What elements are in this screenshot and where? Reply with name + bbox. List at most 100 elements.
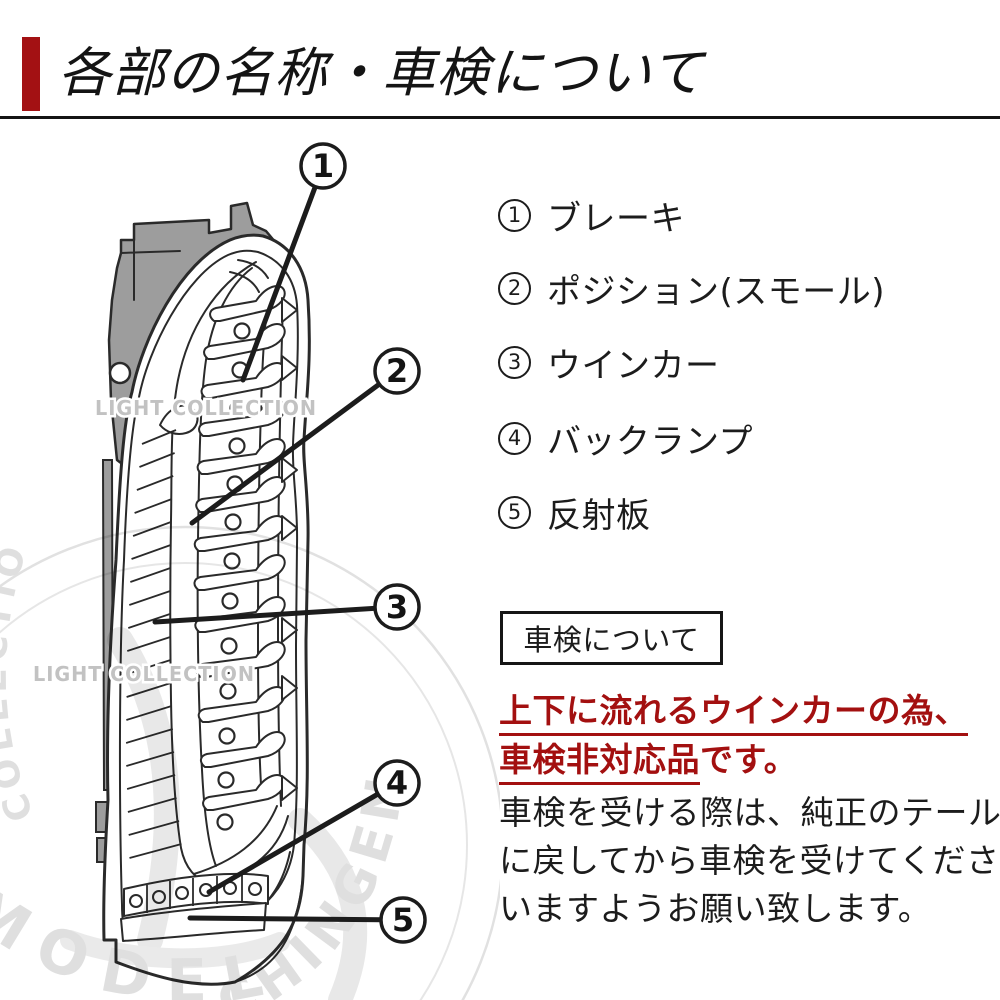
stamp-arc-left-text: COLLECTION [0,125,42,827]
led-tube [197,686,286,723]
arrow-mark [281,457,298,483]
led-tube [193,554,286,591]
callout-number: 2 [386,352,408,390]
callout-leader-line [240,163,326,383]
bracket-seam [120,239,181,301]
inspection-warning: 上下に流れるウインカーの為、 車検非対応品です。 [499,686,968,785]
callout-number: 3 [386,588,408,626]
callout-leader-line [206,780,400,895]
screw-dot [228,437,246,455]
stamp-swirl-1 [107,627,180,953]
inspection-box-title: 車検について [523,623,700,657]
callout-circle [373,583,421,631]
inspection-box: 車検について [500,611,723,665]
note-line: 車検を受ける際は、純正のテール [499,793,1000,832]
callout-number: 5 [392,901,414,939]
callout-2: 2 [189,347,421,526]
note-line: いますようお願い致します。 [499,889,932,928]
callout-5: 5 [187,896,427,944]
note-line: に戻してから車検を受けてくださ [499,841,1000,880]
backlamp-screw [129,894,143,908]
led-tube [193,515,286,552]
ladder-rung [134,498,173,514]
callout-circle [373,759,421,807]
watermark-light-collection: LIGHT COLLECTION LIGHT COLLECTION [31,394,319,689]
ladder-rung [136,475,174,491]
watermark-text-lower: LIGHT COLLECTION [33,662,255,686]
backlamp-screw [248,882,262,896]
ladder-rung [139,452,175,468]
inspection-note: 車検を受ける際は、純正のテールに戻してから車検を受けてくださいますようお願い致し… [499,789,1000,933]
legend-label: バックランプ [547,421,753,462]
callout-leader-line [187,915,406,923]
screw-dot [218,727,236,745]
screw-dot [224,513,242,531]
callout-number: 4 [386,764,408,802]
legend-item: 3 ウインカー [498,339,720,386]
arrow-mark [281,775,298,801]
screw-dot [217,771,235,789]
apex-arc-1 [237,259,269,279]
ladder-rung [129,590,171,606]
legend-number-circle: 2 [498,271,531,305]
led-tube [198,400,286,437]
stamp-ring-outer [0,525,500,1000]
lens-bottom-sweep [115,875,304,986]
callout-leader-line [189,368,400,526]
legend-number-circle: 5 [498,495,531,529]
stamp-swirl-2 [288,808,368,1000]
legend-label: ポジション(スモール) [547,271,886,312]
stamp-swirl-3 [60,930,290,969]
led-tube [202,774,286,811]
arrow-mark [281,617,298,643]
side-arrow-marks [281,297,298,801]
led-tube [203,323,286,360]
bezel-outer-curve [169,261,257,885]
screw-dot [216,813,234,831]
title-accent-bar [22,37,40,111]
screw-dot [223,552,241,570]
led-tube [195,641,286,678]
callout-4: 4 [206,759,421,895]
ladder-rung [128,613,171,629]
led-tube [199,731,286,768]
arrow-mark [281,515,298,541]
bracket-hole [108,361,132,385]
screw-dot [219,682,237,700]
callout-circle [299,142,347,190]
watermark-text-upper: LIGHT COLLECTION [95,396,317,420]
legend-number-circle: 4 [498,421,531,455]
arrow-mark [281,355,298,381]
arrow-mark [281,675,298,701]
callout-leader-line [152,604,400,625]
callout-circle [379,896,427,944]
legend-label: ウインカー [547,345,720,386]
backlamp-screw [175,886,189,900]
screw-dot [229,399,247,417]
legend-item: 5 反射板 [498,489,651,536]
warning-line-2: 車検非対応品です。 [499,735,968,785]
screw-dot [221,592,239,610]
arrow-mark [281,297,298,323]
ladder-rung [130,567,171,583]
screw-dot [220,637,238,655]
legend-item: 1 ブレーキ [498,192,685,239]
screw-dot [233,322,251,340]
legend-label: ブレーキ [547,198,685,239]
diagram-callouts: 1 2 3 4 5 [152,142,427,944]
ladder-rung [131,544,171,560]
legend-number-circle: 1 [498,198,531,232]
callout-3: 3 [152,583,421,631]
legend-item: 4 バックランプ [498,415,753,462]
tail-lamp-diagram: COLLECTION MODEL CHINGEN LIGHT COLLECTIO… [0,125,500,1000]
legend-label: 反射板 [547,495,651,536]
led-tube [209,285,286,322]
page-title: 各部の名称・車検について [58,43,705,104]
apex-arc-2 [229,271,260,293]
warning-line-1: 上下に流れるウインカーの為、 [499,686,968,736]
callout-number: 1 [312,147,334,185]
header-divider [0,116,1000,119]
stamp-ring-inner [0,562,468,1000]
legend-number-circle: 3 [498,345,531,379]
